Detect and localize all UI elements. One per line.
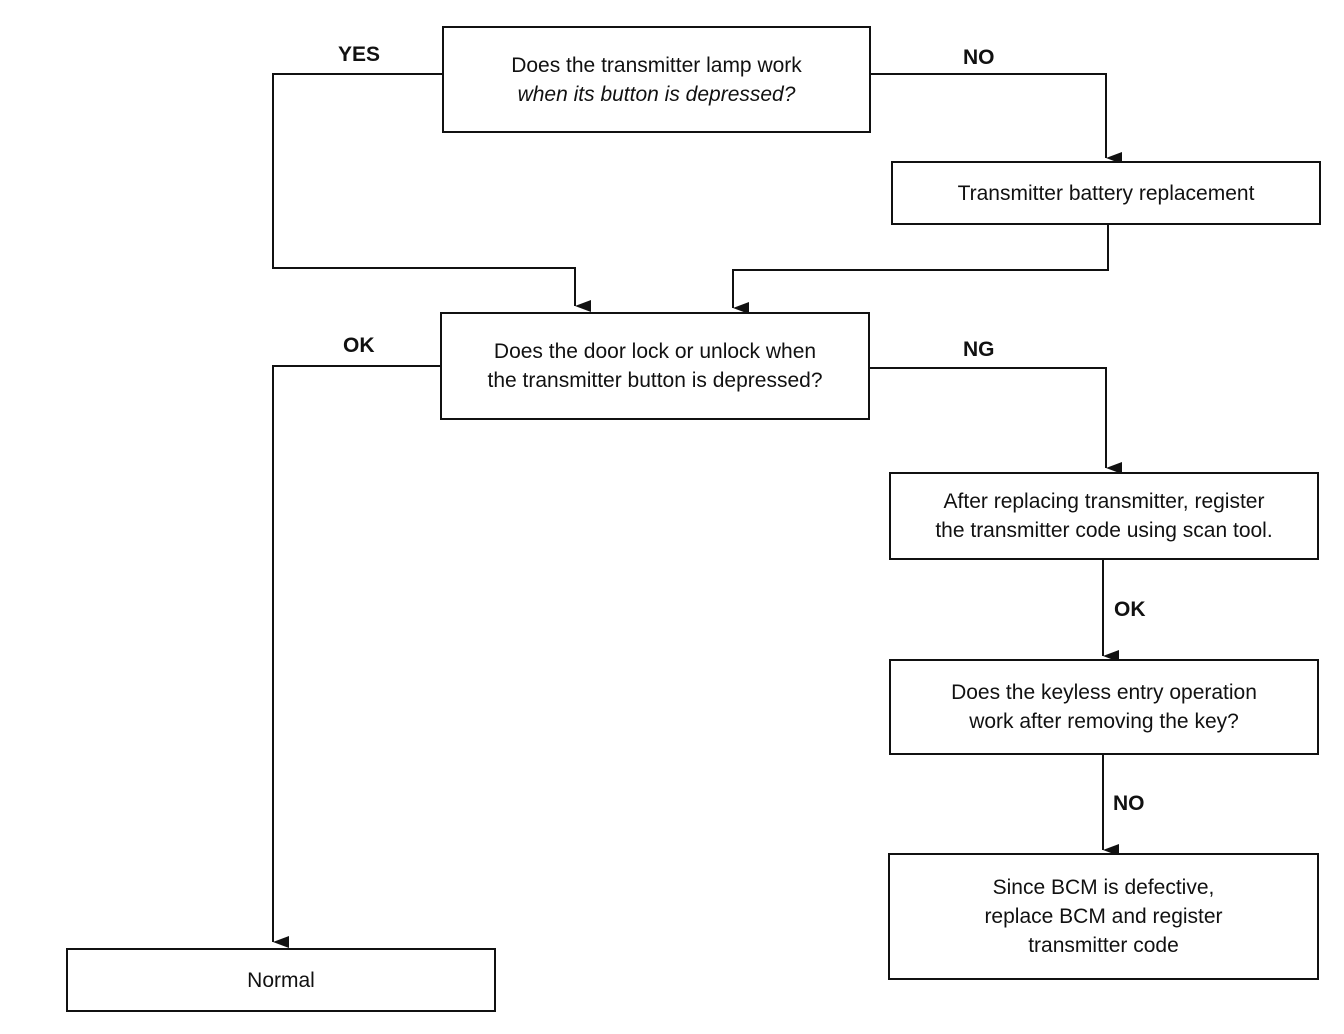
ng-connector <box>869 367 1122 474</box>
label-no-1: NO <box>963 46 995 69</box>
step-replace-transmitter: After replacing transmitter, register th… <box>889 472 1319 560</box>
result-normal: Normal <box>66 948 496 1012</box>
step-battery-replacement: Transmitter battery replacement <box>891 161 1321 225</box>
bcm-line3: transmitter code <box>1028 934 1179 957</box>
yes-connector <box>272 73 591 312</box>
step-replace-bcm: Since BCM is defective, replace BCM and … <box>888 853 1319 980</box>
question-transmitter-lamp: Does the transmitter lamp work when its … <box>442 26 871 133</box>
question-keyless-entry: Does the keyless entry operation work af… <box>889 659 1319 755</box>
replace-line1: After replacing transmitter, register <box>943 490 1265 513</box>
battery-connector <box>732 225 1109 314</box>
replace-line2: the transmitter code using scan tool. <box>935 519 1273 542</box>
bcm-line2: replace BCM and register <box>984 905 1223 928</box>
question-door-lock: Does the door lock or unlock when the tr… <box>440 312 870 420</box>
label-ok-1: OK <box>343 334 375 357</box>
q3-line2: work after removing the key? <box>969 710 1239 733</box>
q2-line2: the transmitter button is depressed? <box>487 369 823 392</box>
label-no-2: NO <box>1113 792 1145 815</box>
q1-line2: when its button is depressed? <box>517 82 796 106</box>
label-ok-2: OK <box>1114 598 1146 621</box>
q3-line1: Does the keyless entry operation <box>951 681 1257 704</box>
normal-line1: Normal <box>247 968 315 992</box>
label-ng: NG <box>963 338 995 361</box>
no-connector-1 <box>870 73 1122 164</box>
q1-line1: Does the transmitter lamp work <box>511 53 802 77</box>
ok-connector-1 <box>272 365 441 948</box>
battery-line1: Transmitter battery replacement <box>957 181 1255 205</box>
label-yes: YES <box>338 43 381 66</box>
bcm-line1: Since BCM is defective, <box>992 876 1215 899</box>
q2-line1: Does the door lock or unlock when <box>493 340 817 363</box>
